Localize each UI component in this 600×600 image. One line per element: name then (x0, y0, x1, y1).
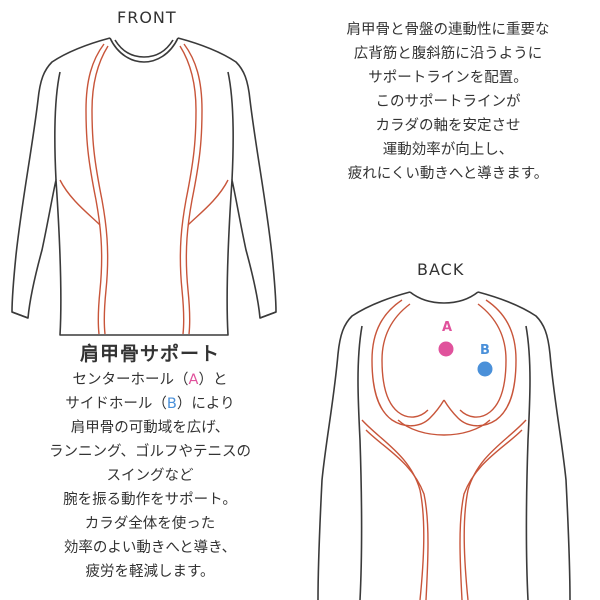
back-support-line-right-inner (459, 303, 507, 418)
support-line: 腕を振る動作をサポート。 (63, 492, 237, 508)
support-line: カラダ全体を使った (84, 516, 216, 532)
intro-line: このサポートラインが (375, 94, 521, 110)
support-line: 疲労を軽減します。 (85, 564, 215, 580)
support-line-side-hole: サイドホール（B）により (0, 392, 300, 416)
front-label: FRONT (117, 8, 177, 27)
intro-line: 肩甲骨と骨盤の連動性に重要な (346, 22, 550, 38)
front-support-line-right (183, 43, 203, 335)
intro-line: サポートラインを配置。 (368, 70, 528, 86)
back-label: BACK (417, 260, 465, 279)
back-lower-line-left-inner (365, 429, 429, 600)
support-line-center-hole: センターホール（A）と (0, 368, 300, 392)
back-body-right-edge (525, 439, 529, 600)
mark-a-text: A (188, 372, 199, 388)
back-collar (409, 291, 479, 304)
front-shirt (11, 37, 277, 336)
back-lower-line-left (361, 419, 425, 600)
back-shirt-body-outline (317, 291, 571, 600)
back-body-left-edge (359, 439, 363, 600)
marker-b-dot (477, 361, 493, 377)
support-line: スイングなど (106, 468, 194, 484)
marker-b-label: B (480, 343, 490, 358)
mark-b-text: B (166, 396, 177, 412)
back-right-sleeve-seam (525, 325, 531, 441)
front-shirt-body-outline (11, 37, 277, 336)
front-left-sleeve-seam (54, 71, 61, 181)
support-line: ランニング、ゴルフやテニスの (49, 444, 251, 460)
front-support-line-right-inner (179, 45, 197, 335)
back-support-line-left-inner (381, 303, 429, 418)
back-support-line-left-outer (371, 299, 445, 427)
marker-a-label: A (442, 320, 452, 335)
front-right-cuff (259, 311, 277, 319)
front-support-line-left-inner (91, 45, 109, 335)
text-span: ）により (176, 396, 235, 412)
marker-a-dot (438, 341, 454, 357)
intro-line: 運動効率が向上し、 (382, 142, 514, 158)
back-left-sleeve-seam (357, 325, 363, 441)
front-side-line-left (59, 179, 101, 226)
scapula-support-section: 肩甲骨サポート センターホール（A）と サイドホール（B）により 肩甲骨の可動域… (0, 340, 300, 584)
back-center-band (397, 419, 491, 436)
intro-text: 肩甲骨と骨盤の連動性に重要な 広背筋と腹斜筋に沿うように サポートラインを配置。… (300, 18, 596, 186)
front-right-sleeve-seam (227, 71, 234, 181)
support-line: 効率のよい動きへと導き、 (63, 540, 237, 556)
back-lower-line-right (463, 419, 527, 600)
front-collar (109, 37, 179, 63)
front-left-cuff (11, 311, 29, 319)
support-line: 肩甲骨の可動域を広げ、 (70, 420, 230, 436)
text-span: センターホール（ (72, 372, 189, 388)
back-markers: A B (438, 320, 493, 377)
intro-line: 疲れにくい動きへと導きます。 (347, 166, 549, 182)
front-side-line-right (187, 179, 229, 226)
back-support-line-right-outer (443, 299, 517, 427)
front-support-lines (59, 43, 229, 335)
front-collar-inner (114, 39, 174, 58)
back-support-lines (361, 299, 527, 600)
intro-line: 広背筋と腹斜筋に沿うように (353, 46, 543, 62)
intro-line: カラダの軸を安定させ (375, 118, 521, 134)
text-span: ）と (198, 372, 228, 388)
text-span: サイドホール（ (65, 396, 167, 412)
back-lower-line-right-inner (459, 429, 523, 600)
support-title: 肩甲骨サポート (79, 343, 220, 365)
front-support-line-left (85, 43, 105, 335)
back-shirt (317, 291, 571, 600)
